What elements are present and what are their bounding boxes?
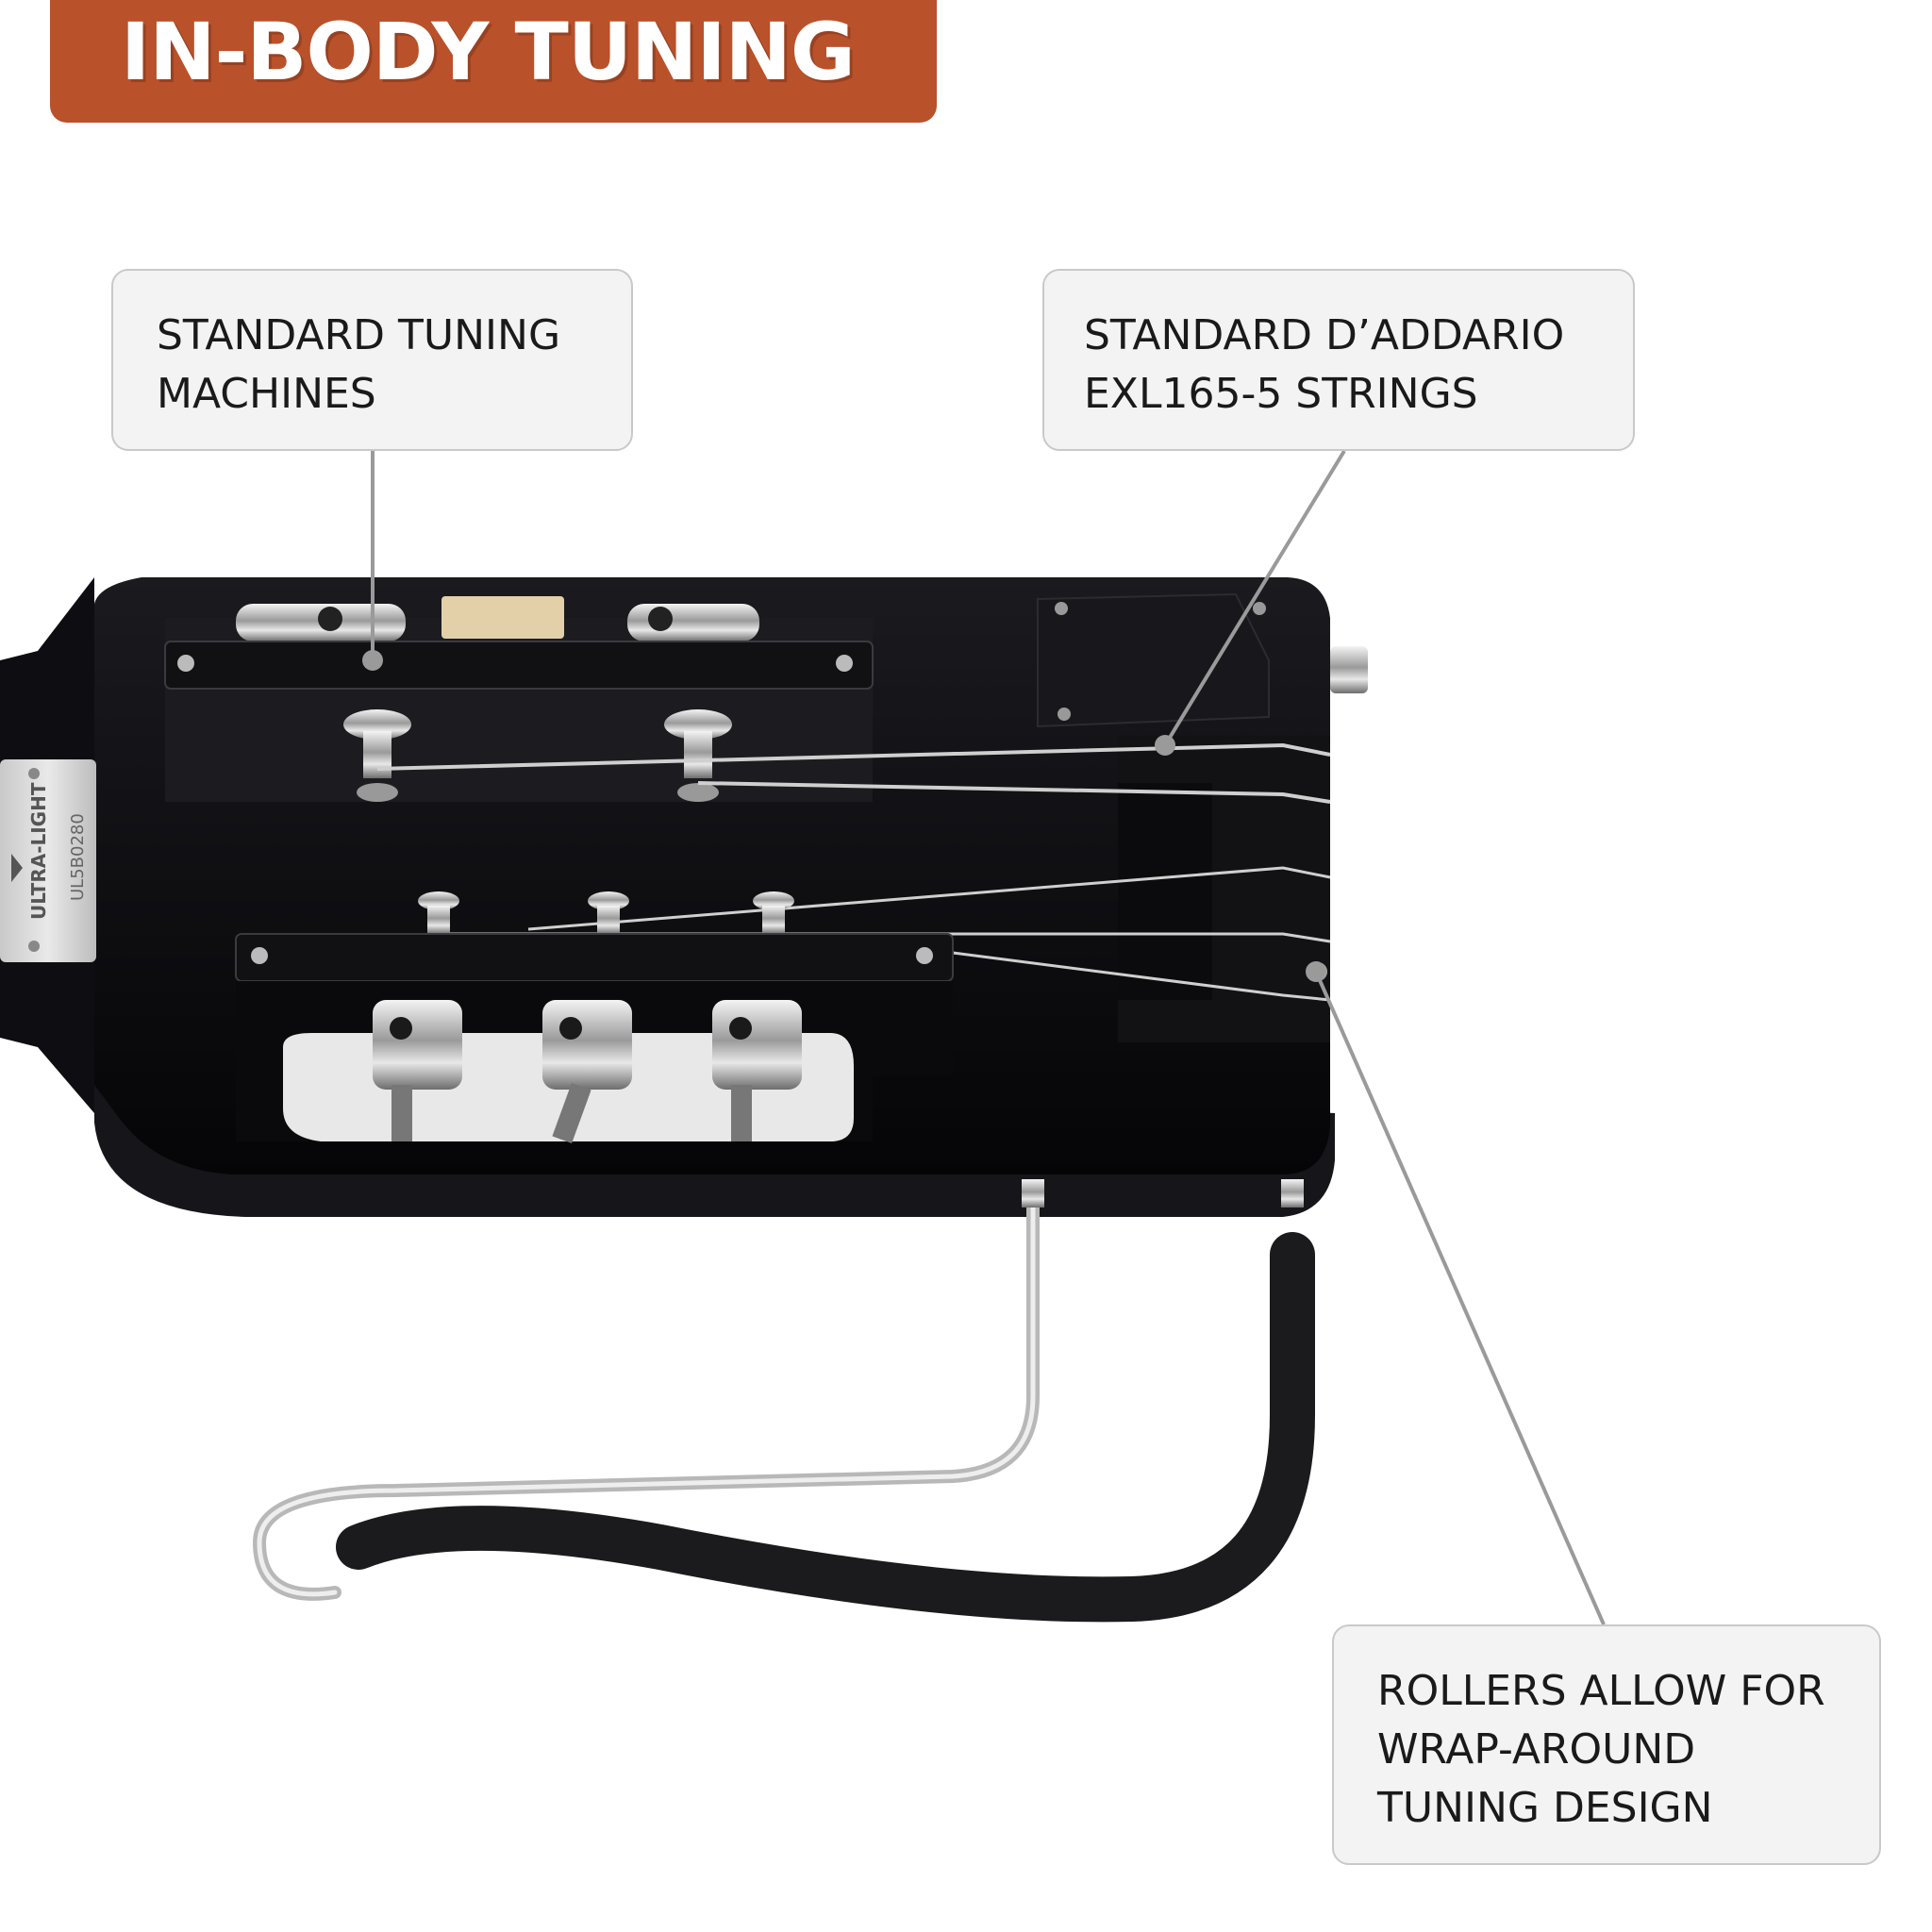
- callout-rollers: ROLLERS ALLOW FOR WRAP-AROUND TUNING DES…: [1332, 1624, 1881, 1865]
- callout-text-line: TUNING DESIGN: [1377, 1784, 1713, 1832]
- nameplate-brand: ULTRA-LIGHT: [27, 782, 50, 920]
- nameplate-serial: UL5B0280: [68, 813, 88, 901]
- lower-tuning-posts: [418, 891, 794, 934]
- callout-text-line: STANDARD D’ADDARIO: [1084, 311, 1565, 359]
- callout-text-line: STANDARD TUNING: [157, 311, 561, 359]
- leader-lines: [371, 449, 1606, 1625]
- title-banner: IN-BODY TUNING: [50, 0, 937, 123]
- callout-tuning-machines: STANDARD TUNING MACHINES: [111, 269, 633, 451]
- serial-nameplate: ULTRA-LIGHT UL5B0280: [0, 759, 96, 962]
- string-felt: [441, 596, 564, 639]
- callout-text-line: WRAP-AROUND: [1377, 1725, 1696, 1774]
- bridge-plate: [1037, 592, 1270, 728]
- tuning-machines: [373, 1000, 802, 1143]
- upper-pickup-cover: [164, 641, 874, 690]
- leg-rest-rubber: [336, 1232, 1315, 1623]
- upper-tuning-posts: [343, 709, 732, 802]
- output-jack: [1330, 646, 1368, 693]
- callout-text-line: EXL165-5 STRINGS: [1084, 370, 1478, 418]
- lower-pickup-cover: [235, 933, 954, 982]
- callout-text-line: MACHINES: [157, 370, 376, 418]
- callout-strings: STANDARD D’ADDARIO EXL165-5 STRINGS: [1042, 269, 1635, 451]
- page-title: IN-BODY TUNING: [121, 6, 856, 98]
- callout-text-line: ROLLERS ALLOW FOR: [1377, 1667, 1825, 1715]
